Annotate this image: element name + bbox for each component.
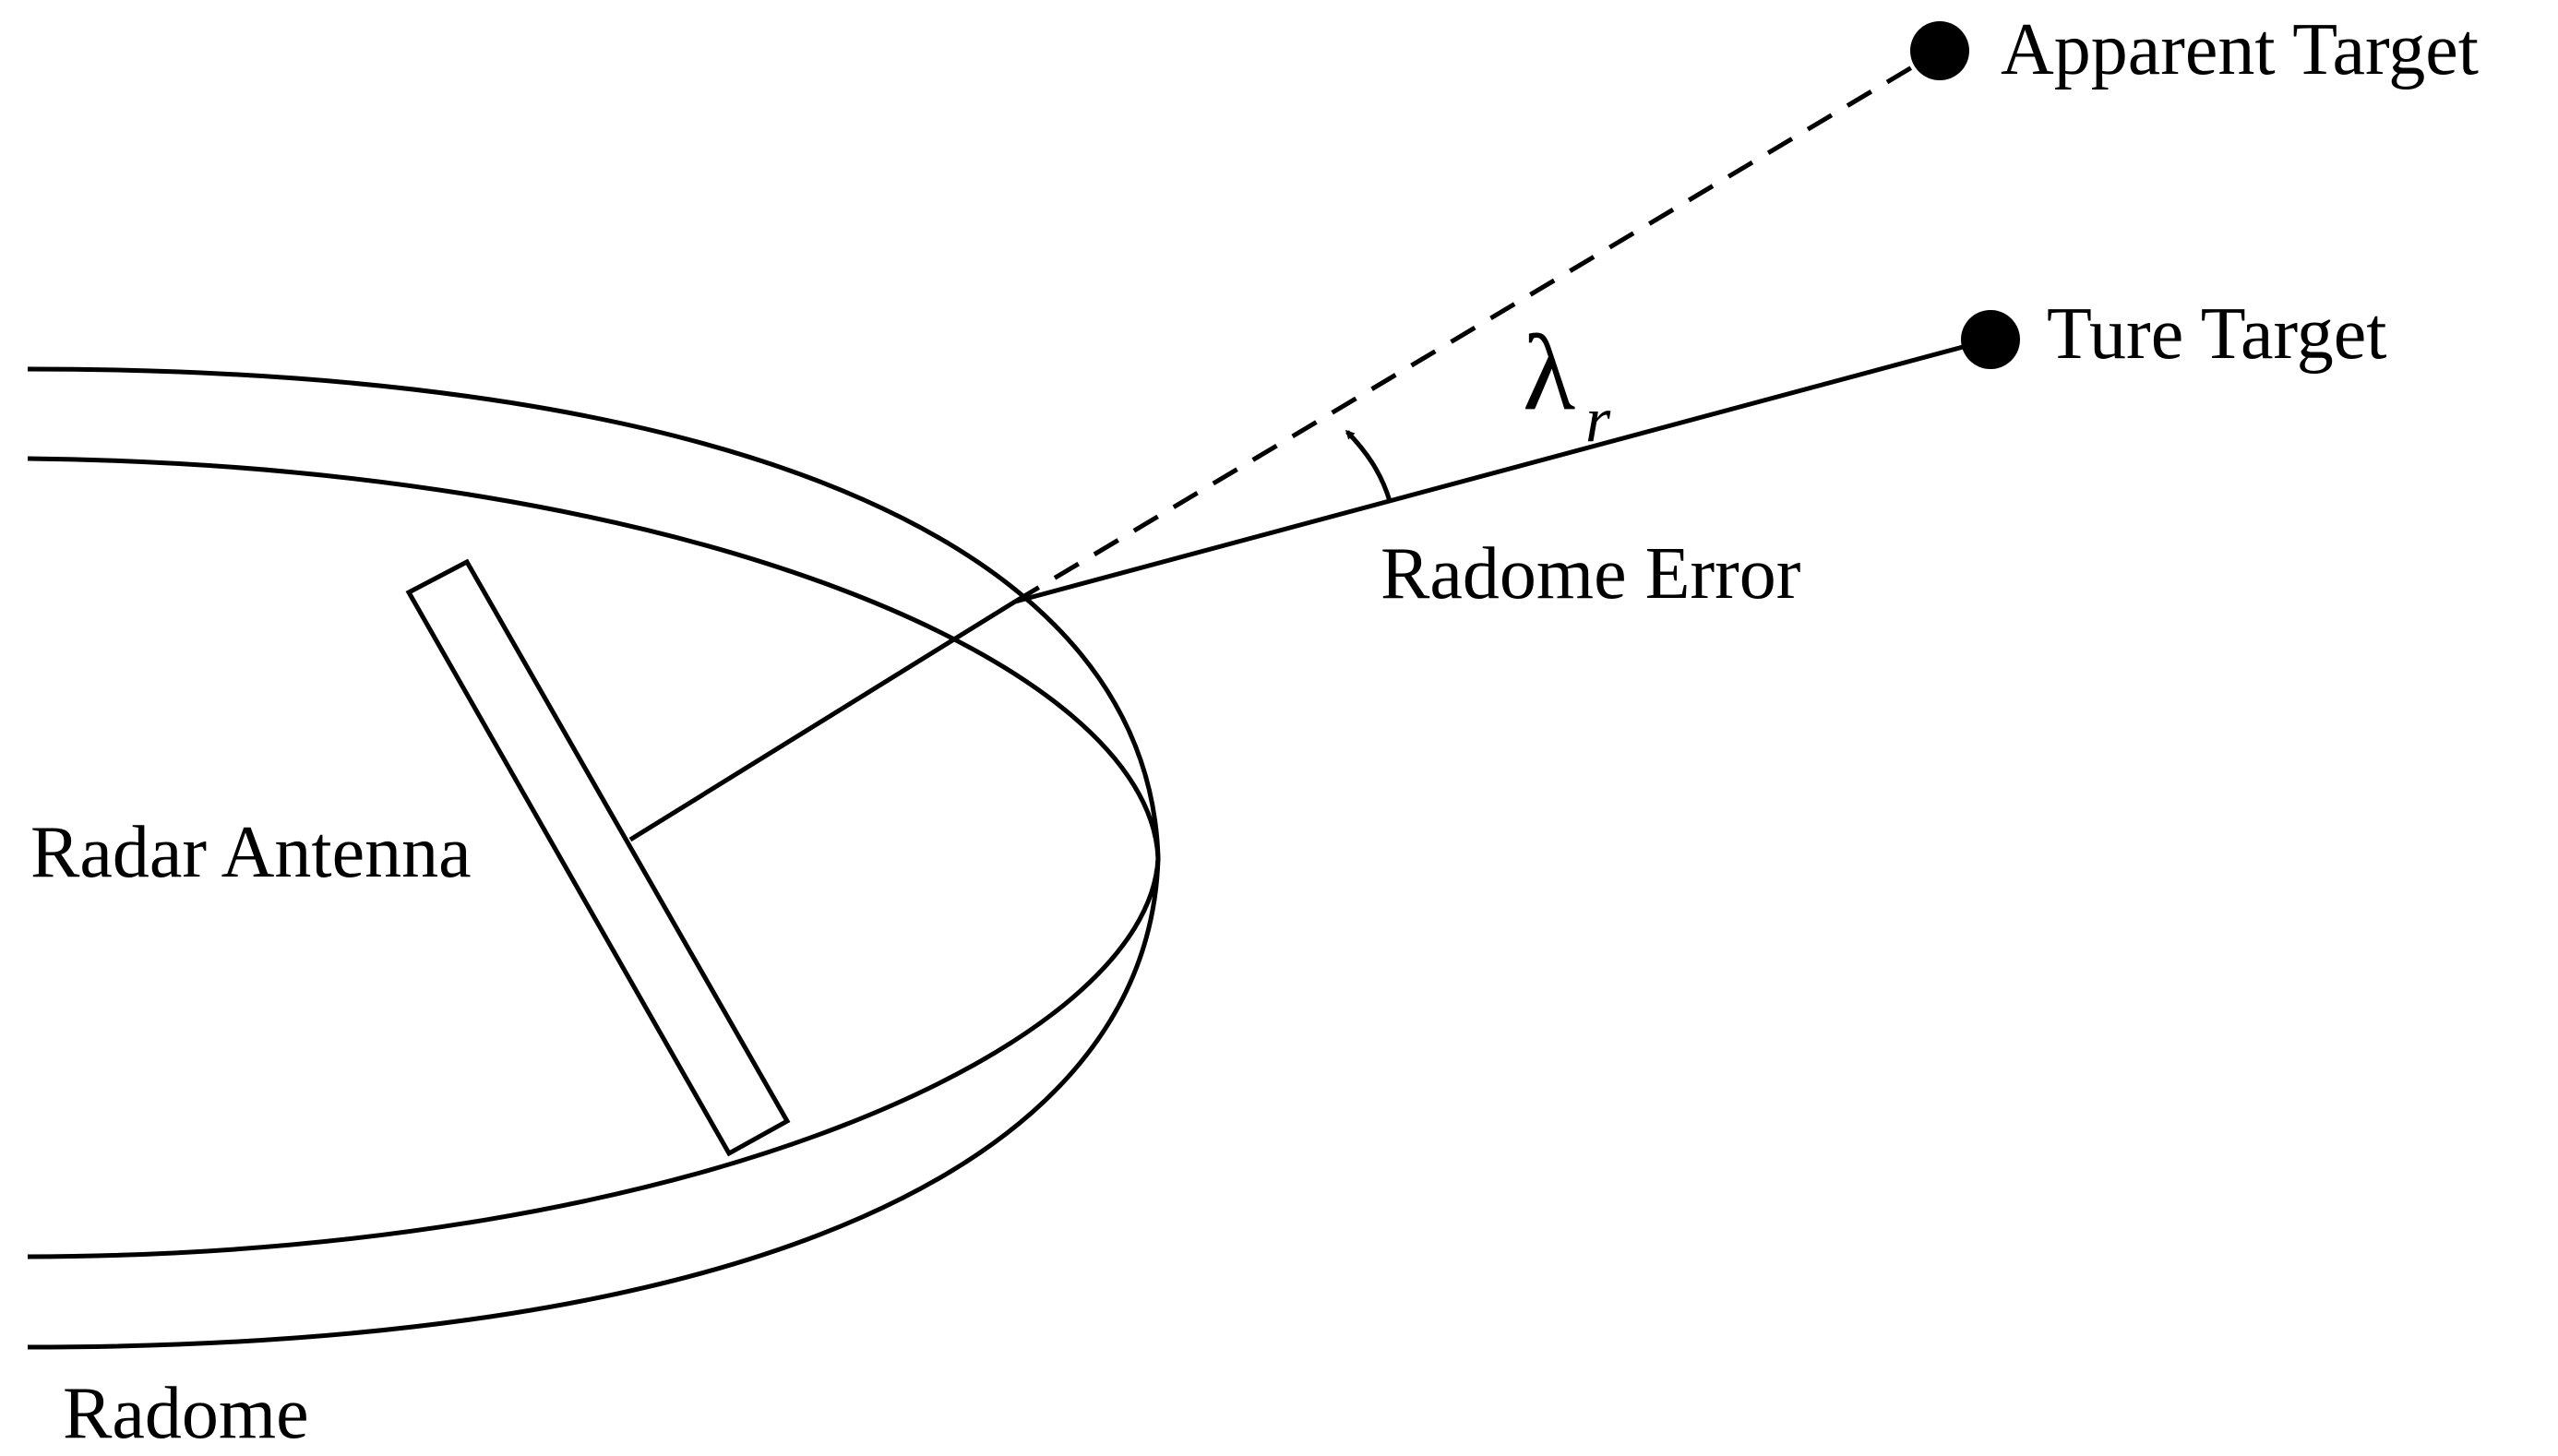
true-target-dot [1961,310,2020,369]
radar-antenna-plate [405,558,791,1157]
radome-label: Radome [63,1373,309,1454]
radome-error-angle-arc [1345,429,1393,502]
radar-antenna-label: Radar Antenna [30,812,472,893]
true-line-of-sight [1014,337,1991,604]
apparent-target-label: Apparent Target [2001,9,2479,90]
true-target-label: Ture Target [2047,293,2386,375]
angle-symbol-subscript: r [1585,385,1611,456]
apparent-line-of-sight [1013,48,1942,604]
apparent-target-dot [1910,21,1969,80]
angle-symbol-lambda: λ [1523,312,1575,433]
radome-error-label: Radome Error [1381,533,1800,615]
radome-inner-curve [27,456,1161,1259]
antenna-boresight-line [628,599,1017,842]
